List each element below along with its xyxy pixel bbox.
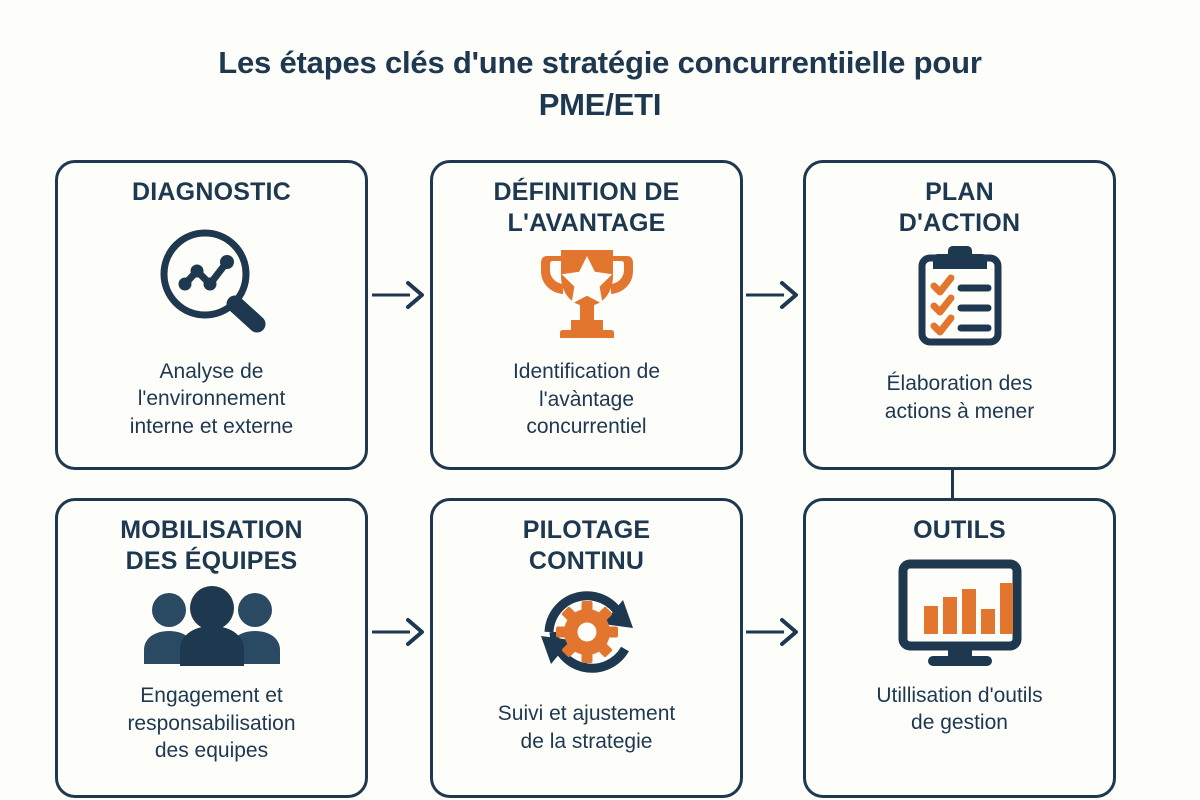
page-title-line-1: Les étapes clés d'une stratégie concurre…	[218, 45, 982, 80]
card-pilotage-continu-description: Suivi et ajustement de la strategie	[498, 700, 675, 755]
card-definition-avantage-title-line-2: L'AVANTAGE	[507, 208, 666, 237]
card-mobilisation-equipes[interactable]: MOBILISATION DES ÉQUIPES	[55, 498, 368, 798]
card-diagnostic-title: DIAGNOSTIC	[132, 177, 291, 208]
card-pilotage-continu-desc-line-2: de la strategie	[520, 729, 653, 753]
card-pilotage-continu-title: PILOTAGE CONTINU	[523, 515, 651, 576]
card-mobilisation-equipes-description: Engagement et responsabilisation des equ…	[127, 682, 295, 765]
bar-series	[923, 582, 1013, 634]
people-group-icon	[140, 586, 284, 666]
card-diagnostic-desc-line-3: interne et externe	[129, 414, 294, 438]
card-diagnostic-desc-line-2: l'environnement	[137, 387, 286, 411]
card-mobilisation-equipes-desc-line-3: des equipes	[154, 739, 269, 763]
arrow-mobilisation-to-pilotage	[372, 612, 427, 652]
card-diagnostic[interactable]: DIAGNOSTIC Analyse de l	[55, 160, 368, 470]
card-outils-title: OUTILS	[913, 515, 1006, 546]
card-plan-action-title-line-1: PLAN	[925, 178, 994, 206]
card-mobilisation-equipes-title-line-2: DES ÉQUIPES	[125, 546, 298, 575]
card-diagnostic-desc-line-1: Analyse de	[159, 359, 264, 383]
card-plan-action-desc-line-2: actions à mener	[884, 399, 1035, 423]
page-title: Les étapes clés d'une stratégie concurre…	[80, 42, 1120, 126]
card-outils-desc-line-1: Utillisation d'outils	[876, 683, 1043, 707]
card-pilotage-continu-desc-line-1: Suivi et ajustement	[497, 702, 676, 725]
card-plan-action-title-line-2: D'ACTION	[898, 208, 1021, 237]
clipboard-checklist-icon	[908, 244, 1012, 348]
card-diagnostic-title-line-1: DIAGNOSTIC	[132, 178, 291, 206]
card-mobilisation-equipes-desc-line-1: Engagement et	[140, 684, 283, 707]
arrow-pilotage-to-outils	[746, 612, 801, 652]
trophy-star-icon	[535, 244, 639, 344]
card-pilotage-continu-title-line-2: CONTINU	[528, 546, 645, 575]
arrow-diagnostic-to-definition	[372, 275, 427, 315]
card-mobilisation-equipes-desc-line-2: responsabilisation	[127, 711, 296, 735]
card-plan-action-title: PLAN D'ACTION	[899, 177, 1020, 238]
card-definition-avantage-desc-line-1: Identification de	[512, 360, 661, 383]
line-plan-to-outils	[951, 470, 954, 500]
arrow-definition-to-plan	[746, 275, 801, 315]
card-definition-avantage-desc-line-3: concurrentiel	[526, 415, 647, 439]
card-diagnostic-description: Analyse de l'environnement interne et ex…	[130, 358, 293, 441]
card-outils[interactable]: OUTILS Utillisation d'ou	[803, 498, 1116, 798]
card-pilotage-continu-title-line-1: PILOTAGE	[522, 516, 651, 544]
monitor-bar-chart-icon	[895, 558, 1025, 668]
card-definition-avantage[interactable]: DÉFINITION DE L'AVANTAGE	[430, 160, 743, 470]
magnifier-chart-icon	[153, 224, 271, 336]
page-title-line-2: PME/ETI	[538, 86, 662, 122]
card-plan-action-desc-line-1: Élaboration des	[886, 372, 1033, 395]
card-definition-avantage-desc-line-2: l'avàntage	[538, 387, 635, 411]
card-definition-avantage-title: DÉFINITION DE L'AVANTAGE	[494, 177, 680, 238]
card-outils-desc-line-2: de gestion	[911, 711, 1008, 735]
card-outils-description: Utillisation d'outils de gestion	[876, 682, 1042, 737]
card-plan-action[interactable]: PLAN D'ACTION	[803, 160, 1116, 470]
card-plan-action-description: Élaboration des actions à mener	[885, 370, 1034, 425]
card-definition-avantage-description: Identification de l'avàntage concurrenti…	[513, 358, 660, 441]
refresh-gear-icon	[535, 582, 639, 682]
card-mobilisation-equipes-title-line-1: MOBILISATION	[120, 516, 303, 544]
card-outils-title-line-1: OUTILS	[913, 516, 1006, 544]
card-definition-avantage-title-line-1: DÉFINITION DE	[493, 178, 680, 206]
card-pilotage-continu[interactable]: PILOTAGE CONTINU	[430, 498, 743, 798]
card-mobilisation-equipes-title: MOBILISATION DES ÉQUIPES	[120, 515, 302, 576]
